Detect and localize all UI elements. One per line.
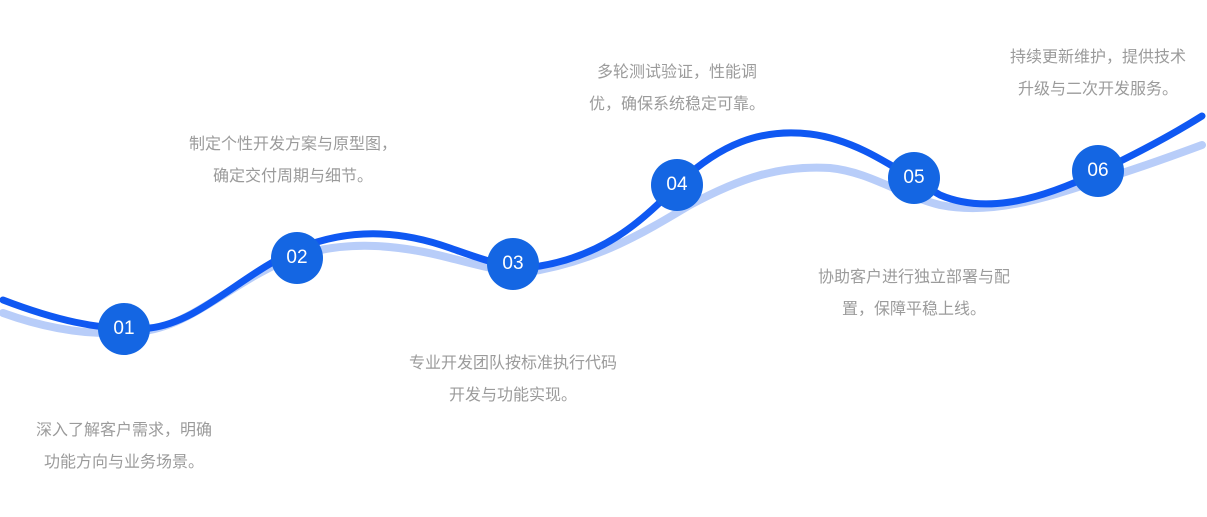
description-line: 确定交付周期与细节。 bbox=[212, 166, 374, 185]
step-number: 02 bbox=[286, 247, 308, 268]
step-description-04: 多轮测试验证，性能调 优，确保系统稳定可靠。 bbox=[589, 56, 765, 120]
step-description-05: 协助客户进行独立部署与配 置，保障平稳上线。 bbox=[818, 261, 1010, 325]
step-node-02: 02 bbox=[271, 232, 323, 284]
step-description-06: 持续更新维护，提供技术 升级与二次开发服务。 bbox=[1010, 41, 1186, 105]
description-line: 升级与二次开发服务。 bbox=[1017, 79, 1179, 98]
description-line: 制定个性开发方案与原型图， bbox=[188, 134, 398, 153]
description-line: 协助客户进行独立部署与配 bbox=[817, 267, 1011, 286]
description-line: 优，确保系统稳定可靠。 bbox=[588, 94, 766, 113]
description-line: 功能方向与业务场景。 bbox=[43, 452, 205, 471]
description-line: 多轮测试验证，性能调 bbox=[596, 62, 758, 81]
step-number: 05 bbox=[903, 167, 925, 188]
step-node-01: 01 bbox=[98, 303, 150, 355]
description-line: 开发与功能实现。 bbox=[448, 385, 578, 404]
description-line: 深入了解客户需求，明确 bbox=[35, 420, 213, 439]
description-line: 置，保障平稳上线。 bbox=[841, 299, 987, 318]
step-description-03: 专业开发团队按标准执行代码 开发与功能实现。 bbox=[409, 347, 617, 411]
timeline-main-curve bbox=[0, 112, 1206, 333]
timeline-shadow-curve bbox=[0, 141, 1206, 338]
step-node-05: 05 bbox=[888, 152, 940, 204]
step-description-01: 深入了解客户需求，明确 功能方向与业务场景。 bbox=[36, 414, 212, 478]
description-line: 持续更新维护，提供技术 bbox=[1009, 47, 1187, 66]
step-description-02: 制定个性开发方案与原型图， 确定交付周期与细节。 bbox=[189, 128, 397, 192]
description-line: 专业开发团队按标准执行代码 bbox=[408, 353, 618, 372]
step-number: 03 bbox=[502, 253, 524, 274]
step-node-06: 06 bbox=[1072, 145, 1124, 197]
step-number: 01 bbox=[113, 318, 135, 339]
step-number: 06 bbox=[1087, 160, 1109, 181]
step-node-04: 04 bbox=[651, 159, 703, 211]
step-number: 04 bbox=[666, 174, 688, 195]
step-node-03: 03 bbox=[487, 238, 539, 290]
